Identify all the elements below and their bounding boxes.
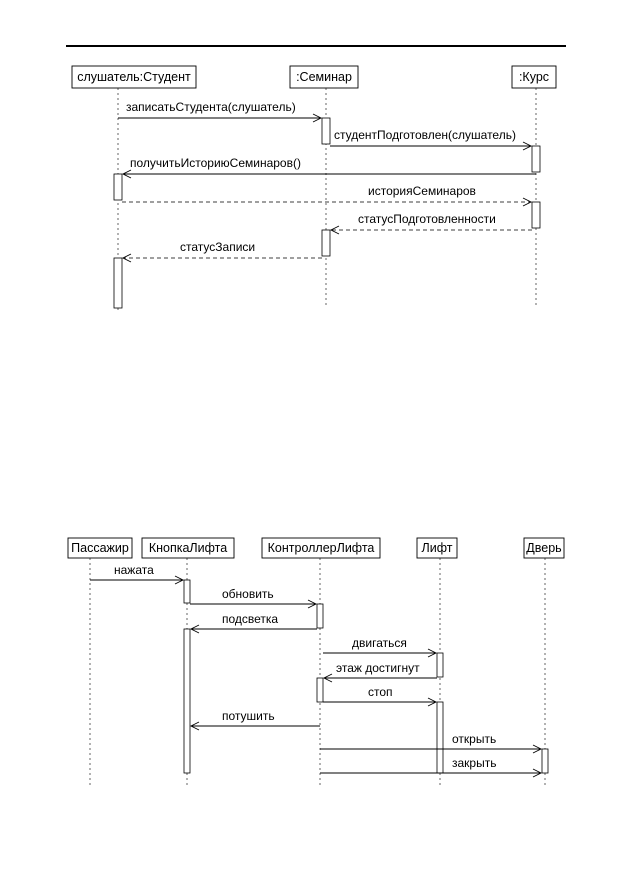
activation-seminar-1 <box>321 117 331 145</box>
lift-arrowhead-9 <box>532 768 543 778</box>
lift-message-label-2: обновить <box>222 587 274 601</box>
lift-message-label-3: подсветка <box>222 612 278 626</box>
lift-arrowhead-5 <box>322 673 333 683</box>
object-box-course <box>511 65 557 89</box>
lift-message-label-5: этаж достигнут <box>336 661 420 675</box>
lift-message-label-4: двигаться <box>352 636 407 650</box>
message-label-5: статусПодготовленности <box>358 212 496 226</box>
message-label-1: записатьСтудента(слушатель) <box>126 100 296 114</box>
lift-arrowhead-2 <box>307 599 318 609</box>
activation-lift-2 <box>436 701 444 774</box>
object-box-controller <box>261 537 381 559</box>
lift-message-label-8: открыть <box>452 732 496 746</box>
lift-arrowhead-4 <box>427 648 438 658</box>
object-label-seminar: :Семинар <box>296 70 352 84</box>
activation-controller-2 <box>316 677 324 703</box>
message-label-2: студентПодготовлен(слушатель) <box>334 128 516 142</box>
arrowhead-6 <box>121 253 132 263</box>
lift-message-label-1: нажата <box>114 563 154 577</box>
object-label-button: КнопкаЛифта <box>149 541 227 555</box>
arrowhead-3 <box>121 169 132 179</box>
lift-arrowhead-3 <box>189 624 200 634</box>
object-box-lift <box>416 537 458 559</box>
object-box-passenger <box>67 537 133 559</box>
arrowhead-5 <box>329 225 340 235</box>
object-box-door <box>523 537 565 559</box>
object-label-controller: КонтроллерЛифта <box>268 541 375 555</box>
activation-button-1 <box>183 579 191 604</box>
message-label-4: историяСеминаров <box>368 184 476 198</box>
diagram-2: Пассажир КнопкаЛифта КонтроллерЛифта Лиф… <box>67 537 565 785</box>
diagram-1: слушатель:Студент :Семинар :Курс записат… <box>71 65 557 312</box>
object-label-student: слушатель:Студент <box>77 70 191 84</box>
lift-message-label-6: стоп <box>368 685 393 699</box>
object-label-lift: Лифт <box>422 541 453 555</box>
lift-arrowhead-1 <box>174 575 185 585</box>
arrowhead-1 <box>312 113 323 123</box>
activation-door-1 <box>541 748 549 774</box>
object-box-student <box>71 65 197 89</box>
lift-arrowhead-8 <box>532 744 543 754</box>
activation-course-2 <box>531 201 541 229</box>
activation-button-2 <box>183 628 191 774</box>
arrowhead-4 <box>522 197 533 207</box>
object-label-course: :Курс <box>519 70 549 84</box>
arrowhead-2 <box>522 141 533 151</box>
lift-arrowhead-7 <box>189 721 200 731</box>
object-box-button <box>141 537 235 559</box>
object-label-passenger: Пассажир <box>71 541 129 555</box>
activation-controller-1 <box>316 603 324 629</box>
lift-message-label-9: закрыть <box>452 756 496 770</box>
message-label-3: получитьИсториюСеминаров() <box>130 156 301 170</box>
activation-student-2 <box>113 257 123 309</box>
activation-seminar-2 <box>321 229 331 257</box>
object-box-seminar <box>289 65 359 89</box>
activation-lift-1 <box>436 652 444 678</box>
activation-student-1 <box>113 173 123 201</box>
lift-arrowhead-6 <box>427 697 438 707</box>
lift-message-label-7: потушить <box>222 709 275 723</box>
activation-course-1 <box>531 145 541 173</box>
message-label-6: статусЗаписи <box>180 240 255 254</box>
object-label-door: Дверь <box>526 541 561 555</box>
